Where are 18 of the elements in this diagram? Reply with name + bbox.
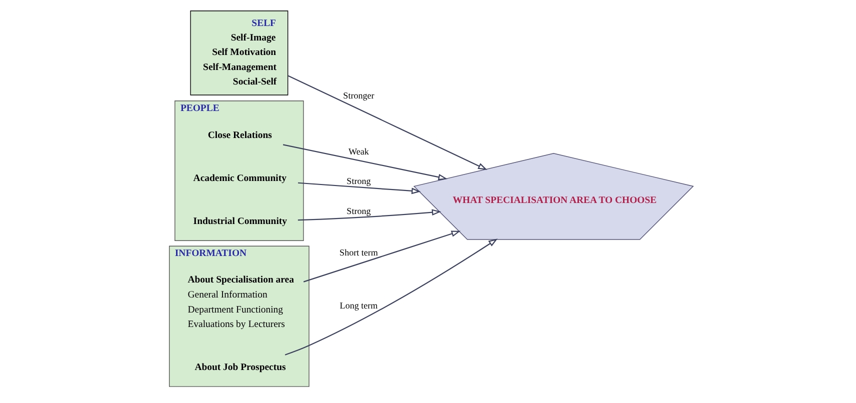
node-box: SELF Self-Image Self Motivation Self-Management Social-Self: [190, 10, 288, 96]
arrow: [302, 230, 460, 282]
node-text: Industrial Community: [192, 216, 287, 228]
node-text: Close Relations: [207, 130, 272, 141]
edge-label: Short term: [339, 247, 378, 258]
edge-label: Strong: [346, 176, 370, 186]
node-text: About Job Prospectus: [194, 362, 286, 373]
arrow: [287, 75, 487, 170]
edge-label: Stronger: [342, 90, 374, 100]
arrow: [284, 238, 498, 356]
edge-label: Strong: [346, 206, 370, 216]
arrow: [297, 182, 420, 194]
edge-label: Long term: [339, 300, 378, 310]
arrow: [297, 209, 441, 221]
node-text: Academic Community: [192, 172, 286, 184]
edge-label: Weak: [348, 146, 368, 157]
node-text: About Specialisation area General Information Department Functioning Evaluations by Lecturers: [187, 274, 294, 330]
arrow: [282, 144, 447, 180]
